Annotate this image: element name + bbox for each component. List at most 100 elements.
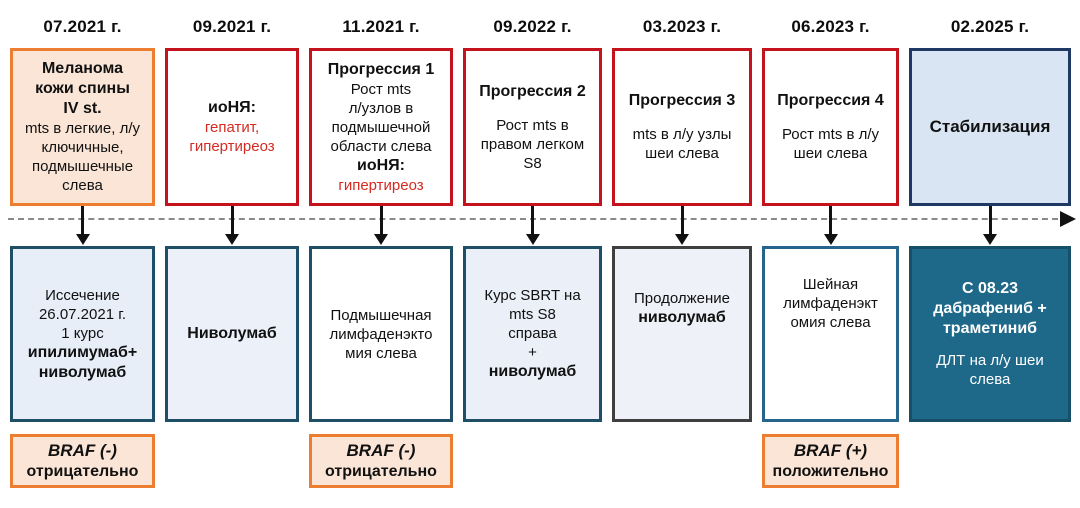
date-label: 09.2022 г. xyxy=(493,17,572,36)
text-line: гипертиреоз xyxy=(338,176,424,194)
arrow-head xyxy=(225,234,239,245)
text-line: Продолжение xyxy=(633,290,731,307)
text-line: + xyxy=(528,344,537,361)
arrow-stem xyxy=(230,206,234,234)
text-line: Подмышечная xyxy=(330,306,432,324)
timeline-arrowhead-icon xyxy=(1060,211,1076,227)
treatment-box: Ниволумаб xyxy=(165,246,299,422)
text-line: С 08.23 xyxy=(961,280,1019,297)
text-line: кожи спины xyxy=(35,80,130,97)
down-arrow-icon xyxy=(762,206,899,246)
arrow-head xyxy=(525,234,540,245)
text-line: отрицательно xyxy=(325,463,437,480)
event-box-progression-2: Прогрессия 2 Рост mts в правом легком S8 xyxy=(463,48,602,206)
text-line: л/узлов в xyxy=(348,99,414,117)
text-line: дабрафениб + xyxy=(933,300,1047,317)
timeline-column-4: 09.2022 г. Прогрессия 2 Рост mts в право… xyxy=(463,6,602,488)
braf-status-box: BRAF (-) отрицательно xyxy=(309,434,453,488)
text-line: Шейная xyxy=(802,276,859,293)
text-line: ключичные, xyxy=(41,139,124,156)
timeline-column-3: 11.2021 г. Прогрессия 1 Рост mts л/узлов… xyxy=(309,6,453,488)
text-line: Стабилизация xyxy=(929,117,1051,136)
text-line: иоНЯ: xyxy=(357,156,405,174)
text-line: гипертиреоз xyxy=(189,138,275,155)
arrow-stem xyxy=(829,206,832,234)
arrow-head xyxy=(983,234,997,245)
arrow-head xyxy=(75,234,90,245)
text-line: траметиниб xyxy=(942,320,1038,337)
down-arrow-icon xyxy=(909,206,1071,246)
text-line: иоНЯ: xyxy=(208,99,256,116)
text-line: шеи слева xyxy=(645,145,719,162)
text-line: BRAF (-) xyxy=(346,441,416,460)
text-line: омия слева xyxy=(790,314,871,331)
text-line: Курс SBRT на xyxy=(484,287,581,304)
arrow-stem xyxy=(988,206,992,234)
text-line: Иссечение xyxy=(45,286,120,304)
braf-status-box: BRAF (-) отрицательно xyxy=(10,434,155,488)
timeline-column-7: 02.2025 г. Стабилизация С 08.23 дабрафен… xyxy=(909,6,1071,488)
treatment-box: Курс SBRT на mts S8 справа + ниволумаб xyxy=(463,246,602,422)
arrow-stem xyxy=(81,206,84,234)
text-line: слева xyxy=(969,371,1011,388)
date-label: 03.2023 г. xyxy=(642,17,722,36)
arrow-head xyxy=(374,234,388,245)
text-line: BRAF (-) xyxy=(48,441,117,460)
treatment-box: Иссечение 26.07.2021 г. 1 курс ипилимума… xyxy=(10,246,155,422)
text-line: Рост mts xyxy=(350,80,412,98)
braf-zone: BRAF (-) отрицательно xyxy=(10,422,155,488)
braf-zone: BRAF (+) положительно xyxy=(762,422,899,488)
down-arrow-icon xyxy=(165,206,299,246)
date-label: 11.2021 г. xyxy=(342,17,420,36)
down-arrow-icon xyxy=(612,206,752,246)
treatment-box: Продолжение ниволумаб xyxy=(612,246,752,422)
text-line: Прогрессия 2 xyxy=(479,82,586,100)
text-line: правом легком xyxy=(480,135,585,153)
text-line: области слева xyxy=(330,137,432,155)
treatment-box: Подмышечная лимфаденэкто мия слева xyxy=(309,246,453,422)
text-line: 1 курс xyxy=(61,324,104,342)
text-line: 26.07.2021 г. xyxy=(38,305,127,323)
down-arrow-icon xyxy=(463,206,602,246)
treatment-box: Шейная лимфаденэкт омия слева xyxy=(762,246,899,422)
arrow-head xyxy=(675,234,689,245)
event-box-stabilization: Стабилизация xyxy=(909,48,1071,206)
text-line: отрицательно xyxy=(26,463,139,480)
text-line: Рост mts в л/у xyxy=(781,126,880,143)
braf-zone: BRAF (-) отрицательно xyxy=(309,422,453,488)
text-line: mts S8 xyxy=(509,306,556,323)
date-label: 06.2023 г. xyxy=(791,17,870,36)
timeline-column-6: 06.2023 г. Прогрессия 4 Рост mts в л/у ш… xyxy=(762,6,899,488)
text-line: Рост mts в xyxy=(496,116,569,134)
text-line: слева xyxy=(62,177,103,194)
down-arrow-icon xyxy=(10,206,155,246)
text-line: BRAF (+) xyxy=(793,441,868,460)
text-line: Прогрессия 3 xyxy=(628,92,736,109)
text-line: подмышечной xyxy=(331,118,431,136)
text-line: IV st. xyxy=(63,100,102,117)
text-line: mts в л/у узлы xyxy=(632,126,732,143)
text-line: справа xyxy=(508,325,557,342)
arrow-head xyxy=(823,234,838,245)
text-line: подмышечные xyxy=(31,158,134,175)
text-line: мия слева xyxy=(345,344,417,362)
text-line: гепатит, xyxy=(204,119,260,136)
text-line: ниволумаб xyxy=(638,309,726,326)
event-box-diagnosis: Меланома кожи спины IV st. mts в легкие,… xyxy=(10,48,155,206)
arrow-stem xyxy=(680,206,684,234)
timeline-column-2: 09.2021 г. иоНЯ: гепатит, гипертиреоз Ни… xyxy=(165,6,299,488)
timeline-column-5: 03.2023 г. Прогрессия 3 mts в л/у узлы ш… xyxy=(612,6,752,488)
timeline-column-1: 07.2021 г. Меланома кожи спины IV st. mt… xyxy=(10,6,155,488)
text-line: Меланома xyxy=(41,60,124,77)
date-label: 09.2021 г. xyxy=(192,17,272,36)
arrow-stem xyxy=(379,206,383,234)
event-box-adverse: иоНЯ: гепатит, гипертиреоз xyxy=(165,48,299,206)
down-arrow-icon xyxy=(309,206,453,246)
date-label: 07.2021 г. xyxy=(43,17,122,36)
text-line: ниволумаб xyxy=(38,363,127,381)
text-line: ДЛТ на л/у шеи xyxy=(936,352,1044,369)
timeline-diagram: 07.2021 г. Меланома кожи спины IV st. mt… xyxy=(10,6,1071,488)
text-line: лимфаденэкт xyxy=(783,295,878,312)
text-line: шеи слева xyxy=(793,145,868,162)
event-box-progression-3: Прогрессия 3 mts в л/у узлы шеи слева xyxy=(612,48,752,206)
